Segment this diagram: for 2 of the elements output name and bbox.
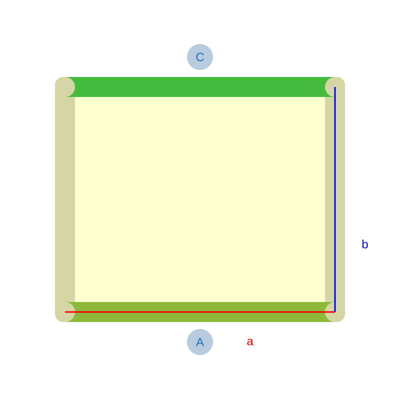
- dimension-label: a: [247, 338, 254, 346]
- dimension-label: b: [362, 240, 368, 248]
